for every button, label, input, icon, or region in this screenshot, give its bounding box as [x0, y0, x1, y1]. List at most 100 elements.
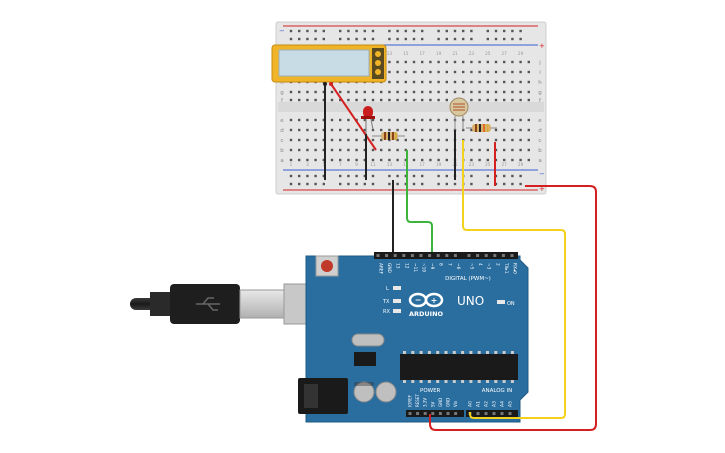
header-hole[interactable]: [428, 254, 432, 257]
breadboard-hole[interactable]: [347, 90, 350, 94]
breadboard-hole[interactable]: [347, 148, 350, 152]
breadboard-hole[interactable]: [298, 138, 301, 142]
breadboard-hole[interactable]: [314, 158, 317, 162]
header-hole[interactable]: [446, 412, 450, 415]
breadboard-hole[interactable]: [363, 148, 366, 152]
breadboard-hole[interactable]: [478, 98, 481, 102]
breadboard-hole[interactable]: [437, 60, 440, 64]
header-hole[interactable]: [438, 412, 442, 415]
breadboard-hole[interactable]: [462, 60, 465, 64]
rail-hole[interactable]: [437, 37, 440, 41]
header-hole[interactable]: [408, 412, 412, 415]
breadboard-hole[interactable]: [363, 138, 366, 142]
breadboard-hole[interactable]: [396, 138, 399, 142]
power-header[interactable]: [406, 410, 464, 417]
breadboard-hole[interactable]: [511, 90, 514, 94]
breadboard-hole[interactable]: [306, 90, 309, 94]
breadboard-hole[interactable]: [503, 60, 506, 64]
header-hole[interactable]: [500, 412, 504, 415]
breadboard-hole[interactable]: [470, 158, 473, 162]
breadboard-hole[interactable]: [421, 70, 424, 74]
breadboard-hole[interactable]: [470, 148, 473, 152]
rail-hole[interactable]: [289, 182, 293, 186]
rail-hole[interactable]: [453, 29, 457, 33]
breadboard-hole[interactable]: [388, 90, 391, 94]
header-hole[interactable]: [484, 412, 488, 415]
breadboard-hole[interactable]: [363, 158, 366, 162]
breadboard-hole[interactable]: [421, 138, 424, 142]
rail-hole[interactable]: [322, 37, 325, 41]
rail-hole[interactable]: [355, 37, 358, 41]
breadboard-hole[interactable]: [355, 158, 358, 162]
breadboard-hole[interactable]: [478, 60, 481, 64]
breadboard-hole[interactable]: [298, 128, 301, 132]
breadboard-hole[interactable]: [437, 128, 440, 132]
breadboard-hole[interactable]: [519, 138, 522, 142]
rail-hole[interactable]: [421, 37, 424, 41]
breadboard-hole[interactable]: [314, 118, 317, 122]
rail-hole[interactable]: [396, 182, 399, 186]
breadboard-hole[interactable]: [380, 90, 383, 94]
rail-hole[interactable]: [462, 37, 465, 41]
breadboard-hole[interactable]: [478, 158, 481, 162]
breadboard-hole[interactable]: [396, 90, 399, 94]
breadboard-hole[interactable]: [486, 118, 489, 122]
breadboard-hole[interactable]: [330, 148, 334, 152]
breadboard-hole[interactable]: [396, 98, 399, 102]
rail-hole[interactable]: [486, 37, 489, 41]
breadboard-hole[interactable]: [437, 70, 440, 74]
breadboard-hole[interactable]: [527, 90, 530, 94]
breadboard-hole[interactable]: [486, 158, 489, 162]
breadboard-hole[interactable]: [306, 158, 309, 162]
breadboard-hole[interactable]: [437, 148, 440, 152]
breadboard-hole[interactable]: [412, 158, 416, 162]
rail-hole[interactable]: [503, 182, 506, 186]
breadboard-hole[interactable]: [388, 70, 391, 74]
rail-hole[interactable]: [388, 37, 391, 41]
lcd-display-icon[interactable]: [271, 44, 387, 86]
breadboard-hole[interactable]: [429, 118, 432, 122]
rail-hole[interactable]: [363, 174, 366, 178]
reset-button-cap[interactable]: [321, 260, 333, 272]
breadboard-hole[interactable]: [429, 148, 432, 152]
breadboard-hole[interactable]: [470, 118, 473, 122]
breadboard-hole[interactable]: [412, 80, 416, 84]
breadboard-hole[interactable]: [421, 90, 424, 94]
rail-hole[interactable]: [511, 29, 514, 33]
breadboard-hole[interactable]: [527, 158, 530, 162]
breadboard-hole[interactable]: [429, 138, 432, 142]
breadboard-hole[interactable]: [330, 90, 334, 94]
header-hole[interactable]: [436, 254, 440, 257]
breadboard-hole[interactable]: [503, 90, 506, 94]
breadboard-hole[interactable]: [519, 128, 522, 132]
header-hole[interactable]: [467, 254, 471, 257]
breadboard-hole[interactable]: [470, 70, 473, 74]
breadboard-hole[interactable]: [314, 98, 317, 102]
breadboard-hole[interactable]: [445, 148, 448, 152]
breadboard-hole[interactable]: [494, 60, 498, 64]
rail-hole[interactable]: [347, 37, 350, 41]
breadboard-hole[interactable]: [396, 80, 399, 84]
header-hole[interactable]: [385, 254, 389, 257]
rail-hole[interactable]: [371, 37, 375, 41]
rail-hole[interactable]: [404, 29, 407, 33]
breadboard-hole[interactable]: [453, 90, 457, 94]
breadboard-hole[interactable]: [511, 70, 514, 74]
breadboard-hole[interactable]: [298, 118, 301, 122]
header-hole[interactable]: [445, 254, 449, 257]
breadboard-hole[interactable]: [339, 98, 342, 102]
breadboard-hole[interactable]: [306, 138, 309, 142]
breadboard-hole[interactable]: [388, 118, 391, 122]
header-hole[interactable]: [501, 254, 505, 257]
header-hole[interactable]: [423, 412, 427, 415]
rail-hole[interactable]: [503, 29, 506, 33]
breadboard-hole[interactable]: [371, 138, 375, 142]
breadboard-hole[interactable]: [445, 138, 448, 142]
breadboard-hole[interactable]: [388, 148, 391, 152]
breadboard-hole[interactable]: [404, 80, 407, 84]
rail-hole[interactable]: [363, 29, 366, 33]
breadboard-hole[interactable]: [437, 138, 440, 142]
breadboard-hole[interactable]: [363, 90, 366, 94]
breadboard-hole[interactable]: [298, 158, 301, 162]
